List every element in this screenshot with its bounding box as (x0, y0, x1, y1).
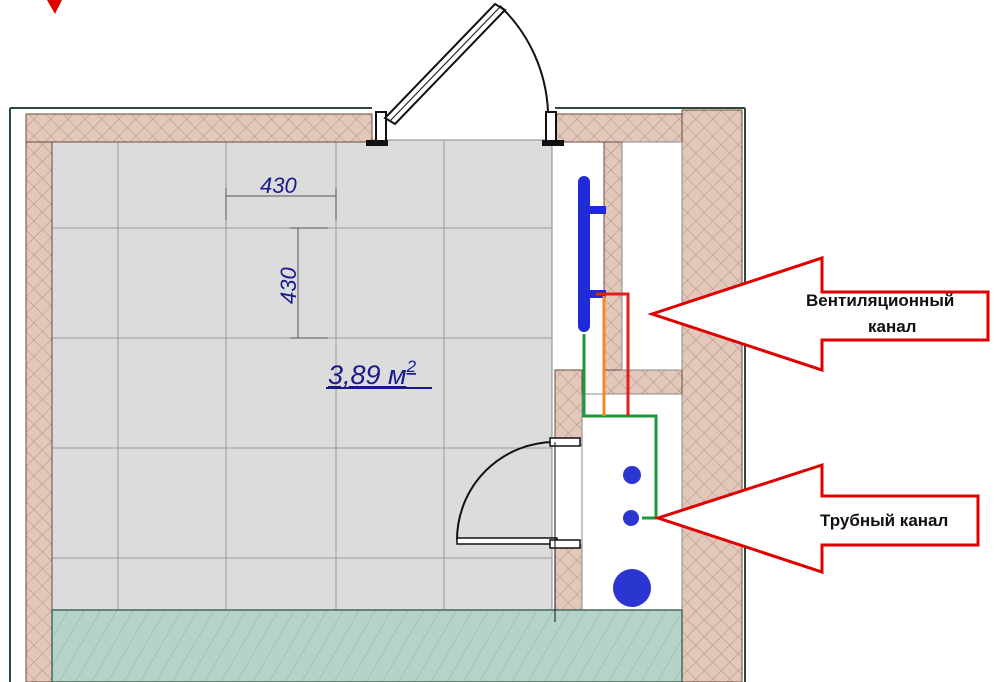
wall-top-right (554, 113, 684, 143)
towel-rail (578, 176, 606, 332)
pipe-channel-arrow (653, 462, 980, 575)
ventilation-channel-label: Вентиляционный канал (806, 288, 996, 340)
area-value: 3,89 м (328, 360, 407, 390)
wall-top-left (25, 113, 373, 143)
wall-right-outer (681, 109, 743, 682)
dimension-vertical (290, 227, 328, 339)
ventilation-label-line1: Вентиляционный (806, 291, 955, 310)
wall-partition-mid (603, 369, 683, 395)
pipe-green (582, 334, 658, 520)
area-label: 3,89 м2 (328, 357, 417, 390)
ventilation-label-line2: канал (868, 317, 917, 336)
wall-left (25, 113, 53, 682)
riser-small-2 (623, 510, 639, 526)
bathtub (51, 609, 683, 682)
dimension-horizontal (225, 188, 337, 220)
entrance-door (366, 2, 564, 146)
vent-shaft (621, 141, 683, 371)
riser-large (613, 569, 651, 607)
wall-partition-left-upper (554, 369, 583, 446)
pipe-red (596, 292, 630, 416)
inner-door (456, 437, 581, 622)
riser-small-1 (623, 466, 641, 484)
dimension-vertical-label: 430 (276, 267, 301, 304)
wall-partition-top (603, 141, 623, 395)
area-unit-exponent: 2 (406, 357, 417, 376)
pipe-channel-label: Трубный канал (820, 508, 995, 534)
dimension-horizontal-label: 430 (260, 173, 297, 198)
floor-tiles (51, 139, 553, 611)
ventilation-arrow (647, 255, 990, 373)
pipe-channel-label-text: Трубный канал (820, 511, 949, 530)
north-marker (47, 0, 62, 14)
wall-partition-left-lower (554, 544, 583, 611)
